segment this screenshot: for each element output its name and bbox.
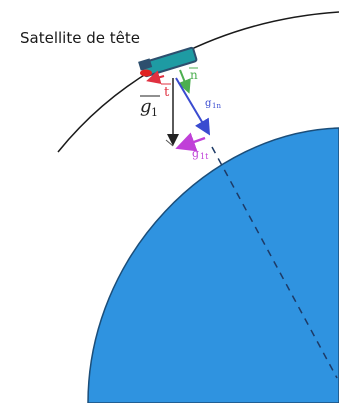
- label-g1t-sub: 1t: [200, 152, 209, 161]
- construction-line: [165, 139, 174, 147]
- label-g1n-main: g: [205, 98, 212, 109]
- label-g1t: g 1t: [192, 147, 209, 161]
- label-n: n: [190, 68, 198, 82]
- label-g1: g 1: [140, 95, 160, 119]
- label-g1n-sub: 1n: [212, 102, 221, 110]
- satellite: [138, 46, 198, 78]
- label-g1n: g 1n: [205, 98, 221, 110]
- label-t: t: [164, 85, 170, 100]
- diagram-title: Satellite de tête: [20, 29, 140, 47]
- satellite-position-marker: [140, 69, 152, 77]
- g1n-vector: [175, 77, 211, 136]
- tangent-vector: [146, 70, 165, 84]
- normal-vector: [177, 69, 191, 94]
- satellite-body: [140, 46, 198, 78]
- planet-disk: [87, 127, 339, 403]
- label-g1-main: g: [140, 96, 152, 117]
- label-g1t-main: g: [192, 147, 199, 160]
- label-g1-sub: 1: [151, 106, 158, 119]
- radial-dashed-line: [211, 146, 338, 379]
- satellite-panel: [138, 58, 153, 71]
- g1t-vector: [175, 132, 206, 152]
